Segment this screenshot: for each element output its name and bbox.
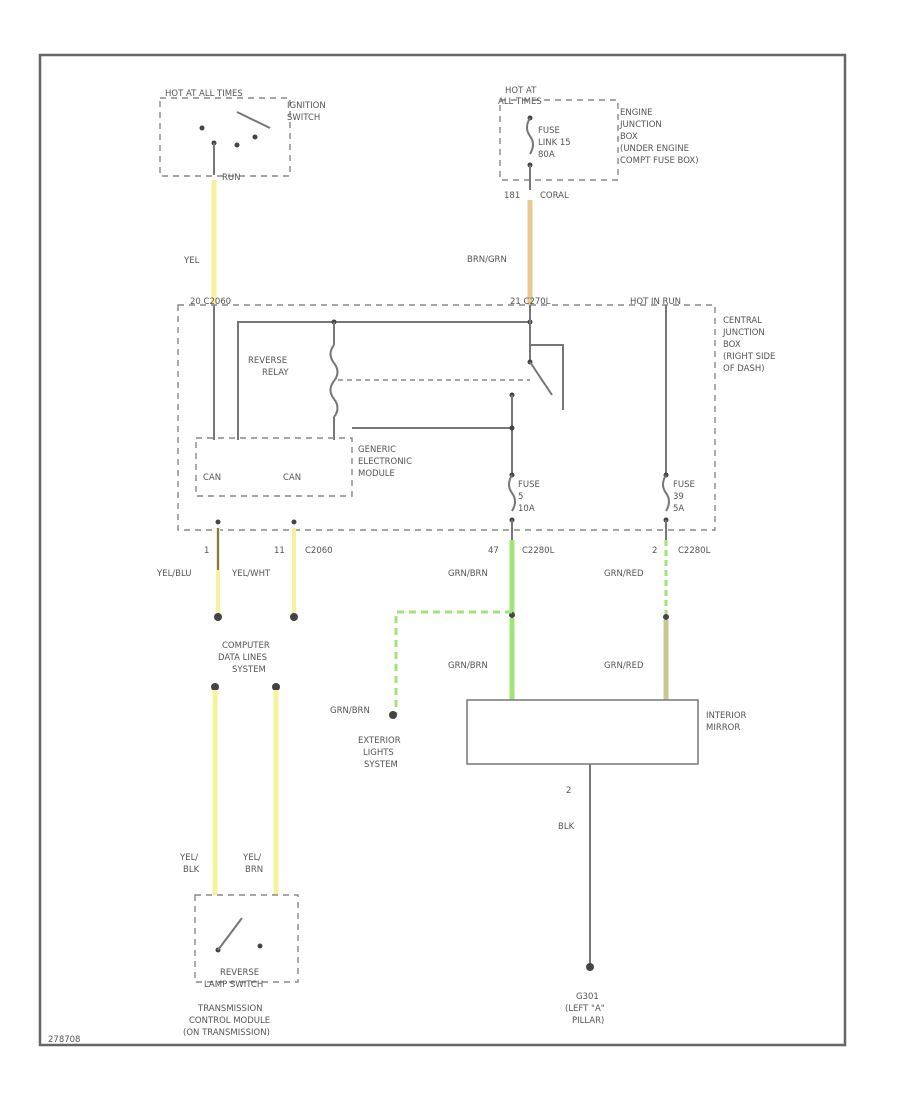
cjb-label-4: (RIGHT SIDE <box>723 352 775 362</box>
cdl-node-2 <box>290 613 298 621</box>
reverse-lamp-switch <box>194 894 299 983</box>
ejb-label-3: BOX <box>620 132 638 142</box>
wire-grn-red-label: GRN/RED <box>604 569 644 579</box>
ignition-switch <box>159 97 291 177</box>
figure-code: 278708 <box>48 1035 80 1045</box>
central-junction-box <box>177 304 716 531</box>
wire-grn-brn-3-label: GRN/BRN <box>330 706 370 716</box>
cjb-label-5: OF DASH) <box>723 364 765 374</box>
pin-1-label: 1 <box>204 546 209 556</box>
ignition-hot-label: HOT AT ALL TIMES <box>165 89 243 99</box>
ext-label-2: LIGHTS <box>363 748 394 758</box>
ignition-run-label: RUN <box>222 173 241 183</box>
gem-label: GENERIC <box>358 445 396 455</box>
cjb-internal-wiring <box>237 305 670 540</box>
tcm-label-3: (ON TRANSMISSION) <box>183 1028 270 1038</box>
ground-node <box>586 963 594 971</box>
hot-at-label-2: ALL TIMES <box>498 97 542 107</box>
wire-yel-label: YEL <box>183 256 200 266</box>
relay-label-2: RELAY <box>262 368 289 378</box>
ignition-switch-label-2: SWITCH <box>287 113 320 123</box>
engine-junction-box <box>499 99 619 190</box>
cdl-node-1 <box>214 613 222 621</box>
ignition-switch-label: IGNITION <box>287 101 326 111</box>
tcm-label: TRANSMISSION <box>197 1004 263 1014</box>
wire-grn-brn-2-label: GRN/BRN <box>448 661 488 671</box>
fuse-a-label: FUSE <box>518 480 540 490</box>
pin-4-conn-label: C2280L <box>678 546 711 556</box>
wire-yel-wht-label: YEL/WHT <box>231 569 271 579</box>
ejb-label: ENGINE <box>620 108 653 118</box>
pin-2-label: 11 <box>274 546 285 556</box>
ejb-label-5: COMPT FUSE BOX) <box>620 156 699 166</box>
cjb-pin-left-label: 20 C2060 <box>190 297 231 307</box>
ext-label: EXTERIOR <box>358 736 401 746</box>
gem-label-3: MODULE <box>358 469 395 479</box>
gem-label-2: ELECTRONIC <box>358 457 412 467</box>
pin-2-conn-label: C2060 <box>305 546 333 556</box>
cjb-label: CENTRAL <box>723 316 762 326</box>
pin-3-conn-label: C2280L <box>522 546 555 556</box>
cjb-label-2: JUNCTION <box>722 328 765 338</box>
fuse-a-label-3: 10A <box>518 504 535 514</box>
ground-label: G301 <box>576 992 599 1002</box>
interior-mirror <box>466 699 699 765</box>
cdl-label-3: SYSTEM <box>232 665 266 675</box>
ext-label-3: SYSTEM <box>364 760 398 770</box>
gem-pin-1 <box>215 519 221 525</box>
can-label: CAN <box>203 473 221 483</box>
mirror-pin-label: 2 <box>566 786 571 796</box>
cjb-pin-mid-label: 21 C270L <box>510 297 551 307</box>
fuse-link-label-2: LINK 15 <box>538 138 571 148</box>
cdl-node-3 <box>211 683 219 691</box>
can-label-2: CAN <box>283 473 301 483</box>
rls-label: REVERSE <box>220 968 259 978</box>
ground-label-3: PILLAR) <box>572 1016 604 1026</box>
pin-3-label: 47 <box>488 546 499 556</box>
wire-grn-brn-label: GRN/BRN <box>448 569 488 579</box>
ejb-circuit-color: CORAL <box>540 191 569 201</box>
yel-brn-label: YEL/ <box>242 853 261 863</box>
ejb-label-4: (UNDER ENGINE <box>620 144 689 154</box>
generic-electronic-module <box>195 437 353 497</box>
wire-blk-label: BLK <box>558 822 575 832</box>
pin-4-label: 2 <box>652 546 657 556</box>
wire-yel-blu-label: YEL/BLU <box>156 569 192 579</box>
mirror-label: INTERIOR <box>706 711 747 721</box>
fuse-b-label-2: 39 <box>673 492 684 502</box>
gem-pin-2 <box>291 519 297 525</box>
relay-label: REVERSE <box>248 356 287 366</box>
cdl-node-4 <box>272 683 280 691</box>
fuse-b-label-3: 5A <box>673 504 684 514</box>
wire-brn-grn-label: BRN/GRN <box>467 255 507 265</box>
tcm-label-2: CONTROL MODULE <box>189 1016 270 1026</box>
mirror-label-2: MIRROR <box>706 723 740 733</box>
wire-grn-brn-branch <box>394 610 512 715</box>
cjb-hot-label: HOT IN RUN <box>630 297 681 307</box>
cjb-label-3: BOX <box>723 340 741 350</box>
ejb-circuit-label: 181 <box>504 191 520 201</box>
rls-label-2: LAMP SWITCH <box>204 980 263 990</box>
yel-blk-label: YEL/ <box>179 853 198 863</box>
fuse-b-label: FUSE <box>673 480 695 490</box>
fuse-link-label: FUSE <box>538 126 560 136</box>
yel-brn-label-2: BRN <box>245 865 263 875</box>
ext-lights-node <box>389 711 397 719</box>
ejb-label-2: JUNCTION <box>619 120 662 130</box>
cdl-label: COMPUTER <box>222 641 270 651</box>
fuse-a-label-2: 5 <box>518 492 523 502</box>
wire-grn-red-2-label: GRN/RED <box>604 661 644 671</box>
ground-label-2: (LEFT "A" <box>565 1004 605 1014</box>
splice-b <box>663 614 669 620</box>
cdl-label-2: DATA LINES <box>218 653 267 663</box>
fuse-link-label-3: 80A <box>538 150 555 160</box>
yel-blk-label-2: BLK <box>183 865 200 875</box>
hot-at-label: HOT AT <box>505 86 537 96</box>
diagram-frame <box>38 53 847 1047</box>
